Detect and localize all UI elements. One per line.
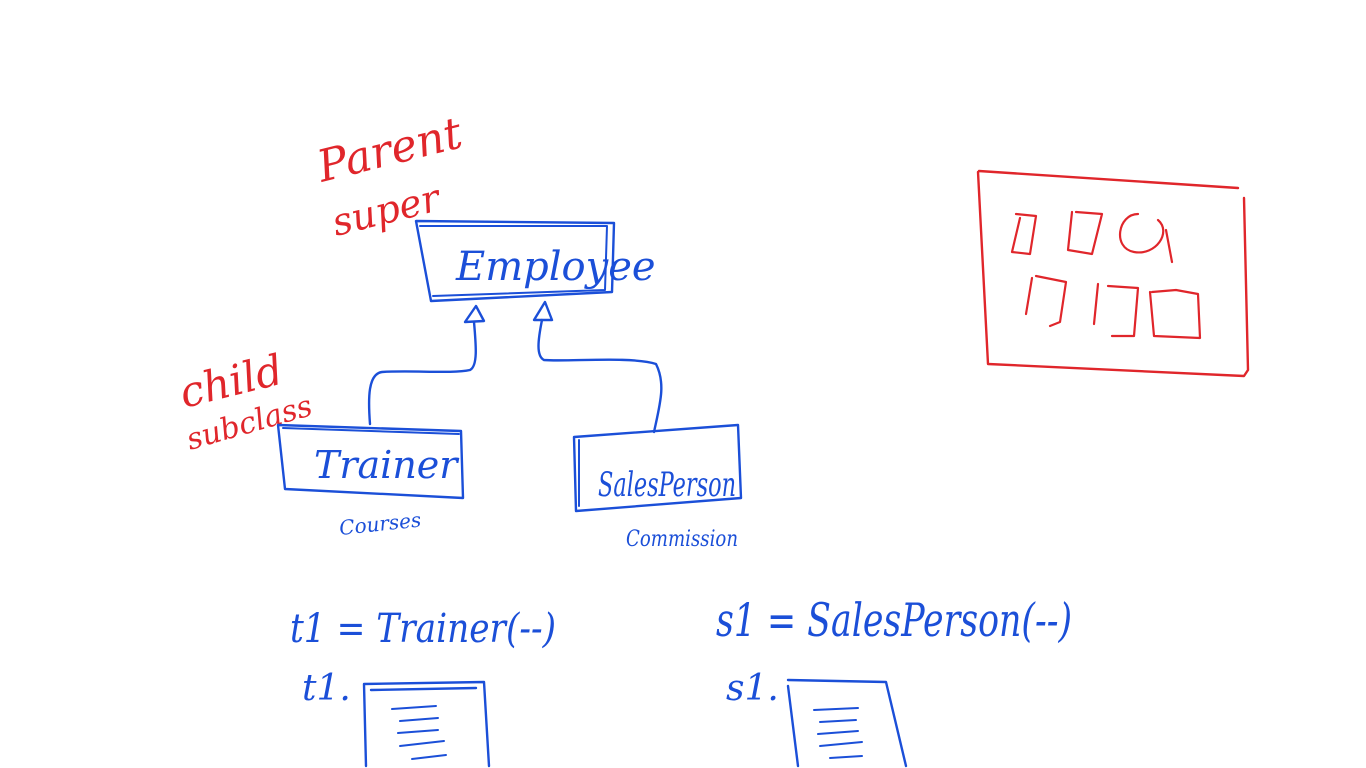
trainer-instantiation: t1 = Trainer(--) [290, 606, 556, 652]
parent-annotation: Parent [311, 108, 467, 193]
salesperson-class-box: SalesPerson [572, 423, 743, 513]
trainer-class-name: Trainer [314, 443, 460, 487]
trainer-members-popup [362, 680, 491, 768]
employee-class-name: Employee [455, 244, 656, 290]
salesperson-class-name: SalesPerson [598, 465, 736, 505]
trainer-class-box: Trainer [276, 423, 465, 500]
salesperson-members-popup [786, 678, 908, 768]
salesperson-inheritance-arrow [532, 300, 663, 434]
trainer-inheritance-arrow [367, 304, 486, 426]
employee-class-box: Employee [414, 219, 656, 303]
trainer-attribute: Courses [338, 508, 422, 540]
salesperson-attribute: Commission [626, 527, 738, 552]
salesperson-instantiation: s1 = SalesPerson(--) [716, 593, 1072, 647]
salesperson-member-access: s1. [726, 668, 779, 709]
objects-sketch [976, 169, 1250, 378]
trainer-member-access: t1. [302, 668, 351, 709]
